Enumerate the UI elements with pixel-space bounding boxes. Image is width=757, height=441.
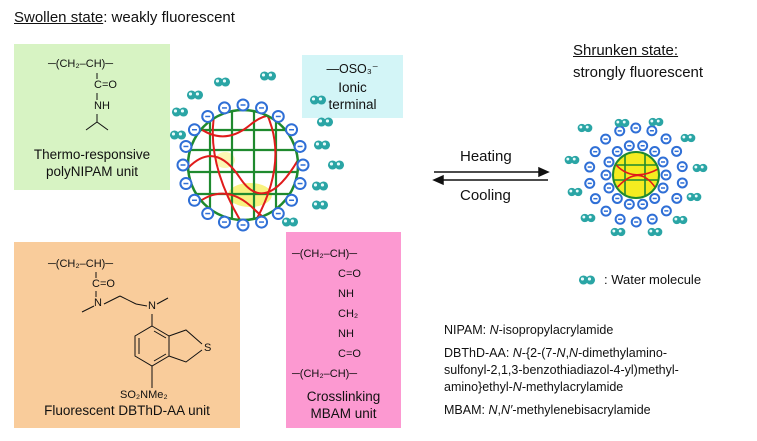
ionic-terminals-right xyxy=(584,122,688,228)
dbthd-structure-bonds xyxy=(81,272,203,388)
ionic-terminal-box: —OSO₃⁻ Ionic terminal xyxy=(302,55,403,118)
nipam-carbonyl: C=O xyxy=(94,79,117,91)
water-icon xyxy=(313,140,331,150)
cooling-label: Cooling xyxy=(460,187,511,204)
swollen-state-title: Swollen state: weakly fluorescent xyxy=(14,9,235,26)
water-molecules-right xyxy=(564,117,708,237)
mbam-nh-2: NH xyxy=(338,328,354,340)
water-icon xyxy=(578,275,596,285)
water-icon xyxy=(680,133,696,143)
mbam-carbonyl-1: C=O xyxy=(338,268,361,280)
water-icon xyxy=(186,90,204,100)
definition-mbam: MBAM: N,N′-methylenebisacrylamide xyxy=(444,403,651,417)
water-icon xyxy=(610,227,626,237)
mbam-carbonyl-2: C=O xyxy=(338,348,361,360)
water-icon xyxy=(577,123,593,133)
dbthd-backbone: ─(CH₂–CH)─ xyxy=(48,258,114,270)
mbam-ch2: CH₂ xyxy=(338,308,359,320)
water-icon xyxy=(692,163,708,173)
water-icon xyxy=(169,130,187,140)
mbam-unit-box: ─(CH₂–CH)─ C=O NH CH₂ NH C=O ─(CH₂–CH)─ … xyxy=(286,232,401,428)
shrunken-state-title: Shrunken state: strongly fluorescent xyxy=(573,42,704,81)
nipam-nh: NH xyxy=(94,100,110,112)
heating-arrow xyxy=(434,166,550,178)
nipam-backbone: ─(CH₂–CH)─ xyxy=(48,58,114,70)
ionic-formula: —OSO₃⁻ xyxy=(326,62,379,76)
water-icon xyxy=(311,200,329,210)
mbam-backbone-bottom: ─(CH₂–CH)─ xyxy=(292,368,358,380)
definitions: NIPAM: N-isopropylacrylamide DBThD-AA: N… xyxy=(444,322,749,419)
definition-nipam: NIPAM: N-isopropylacrylamide xyxy=(444,323,614,337)
mbam-nh-1: NH xyxy=(338,288,354,300)
water-icon xyxy=(309,95,327,105)
water-icon xyxy=(213,77,231,87)
water-icon xyxy=(564,155,580,165)
nipam-unit-label: Thermo-responsive polyNIPAM unit xyxy=(33,147,151,179)
water-icon xyxy=(614,118,630,128)
water-icon xyxy=(567,187,583,197)
water-icon xyxy=(580,213,596,223)
isopropyl-bonds xyxy=(85,73,109,131)
dbthd-unit-box: ─(CH₂–CH)─ C=O N N S SO₂NMe₂ Fluorescent… xyxy=(14,242,240,428)
water-icon xyxy=(259,71,277,81)
water-icon xyxy=(281,217,299,227)
ionic-terminal-label: Ionic terminal xyxy=(328,80,377,112)
water-icon xyxy=(316,117,334,127)
water-molecule-icon xyxy=(578,275,596,285)
water-icon xyxy=(686,192,702,202)
dbthd-s: S xyxy=(204,342,212,354)
dbthd-carbonyl: C=O xyxy=(92,278,115,290)
water-icon xyxy=(648,117,664,127)
dbthd-unit-label: Fluorescent DBThD-AA unit xyxy=(44,403,210,418)
water-icon xyxy=(672,215,688,225)
water-icon xyxy=(647,227,663,237)
mbam-backbone-top: ─(CH₂–CH)─ xyxy=(292,248,358,260)
dbthd-n2: N xyxy=(148,300,156,312)
dbthd-n1: N xyxy=(94,297,102,309)
cooling-arrow xyxy=(432,174,548,186)
heating-label: Heating xyxy=(460,148,512,165)
mbam-unit-label: Crosslinking MBAM unit xyxy=(306,389,381,421)
ionic-terminals-left xyxy=(176,98,310,232)
water-icon xyxy=(311,181,329,191)
water-molecule-legend-label: : Water molecule xyxy=(604,272,702,287)
water-icon xyxy=(327,160,345,170)
water-icon xyxy=(171,107,189,117)
water-molecules-left xyxy=(169,71,345,227)
nipam-unit-box: ─(CH₂–CH)─ C=O NH Thermo-responsive poly… xyxy=(14,44,170,190)
dbthd-sulfonamide: SO₂NMe₂ xyxy=(120,389,168,401)
definition-dbthd: DBThD-AA: N-{2-(7-N,N-dimethylamino- sul… xyxy=(444,346,679,394)
